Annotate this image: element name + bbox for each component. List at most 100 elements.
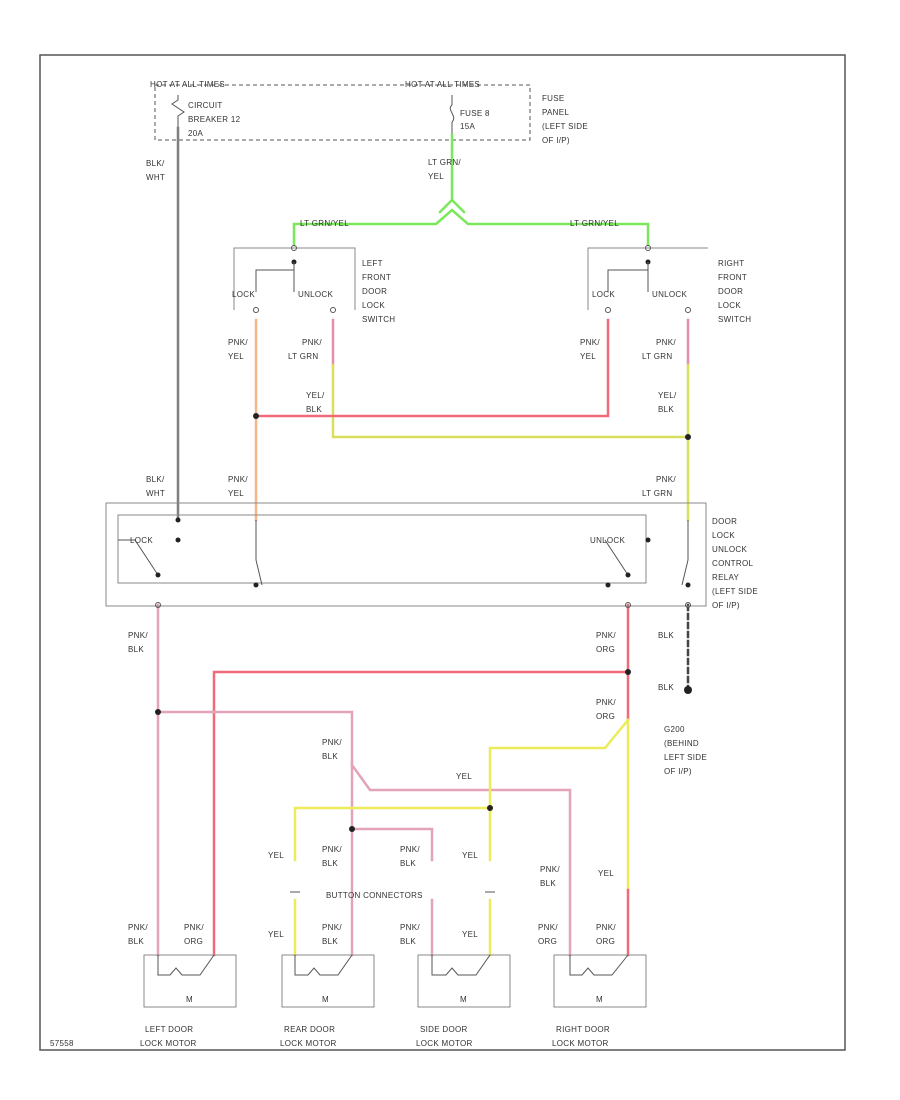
wire-label: BLK (400, 859, 416, 868)
wire-lt-grn-yel-feed (438, 133, 466, 214)
wire-pnk-yel-right-switch (254, 318, 610, 418)
wire-label: BLK/ (146, 475, 165, 484)
motor-label: SIDE DOOR (420, 1025, 468, 1034)
wire-label: PNK/ (228, 475, 248, 484)
ground-label: LEFT SIDE (664, 753, 707, 762)
wire-label: LT GRN (642, 352, 672, 361)
terminal (685, 307, 691, 313)
wire-pnk-blk-to-right (350, 763, 572, 957)
ground-node (684, 686, 692, 694)
wire-label: LT GRN/ (428, 158, 461, 167)
relay-label-5: RELAY (712, 573, 740, 582)
wire-label: BLK (322, 937, 338, 946)
ground-label: G200 (664, 725, 685, 734)
fuse-panel-boundary (154, 84, 531, 141)
circuit-breaker-symbol (171, 95, 185, 128)
terminal (625, 602, 631, 608)
wire-label: YEL/ (306, 391, 325, 400)
wire-label: BLK (322, 859, 338, 868)
wire-label: PNK/ (656, 475, 676, 484)
relay-box-inner (117, 514, 647, 584)
wire-label: BLK (540, 879, 556, 888)
wire-label: YEL (268, 851, 284, 860)
button-connectors: BUTTON CONNECTORS (290, 891, 495, 900)
splice-node (605, 582, 611, 588)
motor-box (143, 954, 237, 1008)
relay-label-6: (LEFT SIDE (712, 587, 758, 596)
terminal (685, 602, 691, 608)
terminal (645, 245, 651, 251)
relay-label-4: CONTROL (712, 559, 753, 568)
terminal (155, 602, 161, 608)
lock-motors: M LEFT DOOR LOCK MOTOR M REAR DOOR LOCK … (140, 954, 647, 1048)
wire-label: BLK (658, 405, 674, 414)
wire-label: PNK/ (322, 738, 342, 747)
wire-label: PNK/ (322, 923, 342, 932)
splice-node (487, 805, 493, 811)
motor-symbol: M (322, 995, 329, 1004)
splice-node (625, 572, 631, 578)
motor-wiring (157, 954, 215, 976)
terminal (253, 307, 259, 313)
terminal (330, 307, 336, 313)
left-switch-unlock-label: UNLOCK (298, 290, 334, 299)
splice-nodes (155, 413, 692, 832)
motor-label: LEFT DOOR (145, 1025, 193, 1034)
splice-node (155, 572, 161, 578)
wire-label: PNK/ (400, 845, 420, 854)
wire-label: LT GRN (642, 489, 672, 498)
right-switch-lock-label: LOCK (592, 290, 615, 299)
wire-label: YEL (228, 352, 244, 361)
wire-label: ORG (184, 937, 203, 946)
rear-door-lock-motor: M REAR DOOR LOCK MOTOR (280, 954, 375, 1048)
wire-label: ORG (538, 937, 557, 946)
fuse-label-1: FUSE 8 (460, 109, 490, 118)
diagram-frame (39, 54, 846, 1051)
splice-node (175, 517, 181, 523)
wire-label: PNK/ (128, 631, 148, 640)
circuit-breaker-label-1: CIRCUIT (188, 101, 223, 110)
splice-node (175, 537, 181, 543)
right-switch-label-1: RIGHT (718, 259, 744, 268)
wire-label: PNK/ (596, 923, 616, 932)
relay-contact-left (118, 539, 159, 576)
right-switch-unlock-label: UNLOCK (652, 290, 688, 299)
splice-node (645, 537, 651, 543)
splice-node (253, 413, 259, 419)
motor-symbol: M (460, 995, 467, 1004)
wire-label: ORG (596, 645, 615, 654)
right-switch-label-2: FRONT (718, 273, 747, 282)
right-front-door-lock-switch: LOCK UNLOCK RIGHT FRONT DOOR LOCK SWITCH (587, 245, 751, 324)
relay-unlock-label: UNLOCK (590, 536, 626, 545)
wire-pnk-org-to-left-motor (212, 670, 630, 957)
motor-symbol: M (596, 995, 603, 1004)
left-switch-label-3: DOOR (362, 287, 387, 296)
wire-label: BLK (322, 752, 338, 761)
wire-label: BLK/ (146, 159, 165, 168)
fuse-panel-label-2: PANEL (542, 108, 569, 117)
wire-label: PNK/ (400, 923, 420, 932)
wire-label: WHT (146, 489, 165, 498)
wire-label: ORG (596, 937, 615, 946)
right-door-lock-motor: M RIGHT DOOR LOCK MOTOR (552, 954, 647, 1048)
left-switch-label-2: FRONT (362, 273, 391, 282)
fuse-panel-label-1: FUSE (542, 94, 565, 103)
wire-label: YEL/ (658, 391, 677, 400)
fuse-symbol (449, 95, 455, 135)
ground-label: (BEHIND (664, 739, 699, 748)
wire-label: YEL (228, 489, 244, 498)
wire-label: WHT (146, 173, 165, 182)
wire-lt-grn-yel-bus (292, 208, 650, 247)
wire-label: PNK/ (596, 698, 616, 707)
motor-label: RIGHT DOOR (556, 1025, 610, 1034)
hot-at-all-times-left: HOT AT ALL TIMES (150, 80, 225, 89)
button-connectors-label: BUTTON CONNECTORS (326, 891, 423, 900)
wire-label: YEL (598, 869, 614, 878)
motor-symbol: M (186, 995, 193, 1004)
wire-label: YEL (456, 772, 472, 781)
wire-label: BLK (658, 631, 674, 640)
fuse-label-2: 15A (460, 122, 475, 131)
wire-label: ORG (596, 712, 615, 721)
switch-contacts (255, 262, 295, 292)
